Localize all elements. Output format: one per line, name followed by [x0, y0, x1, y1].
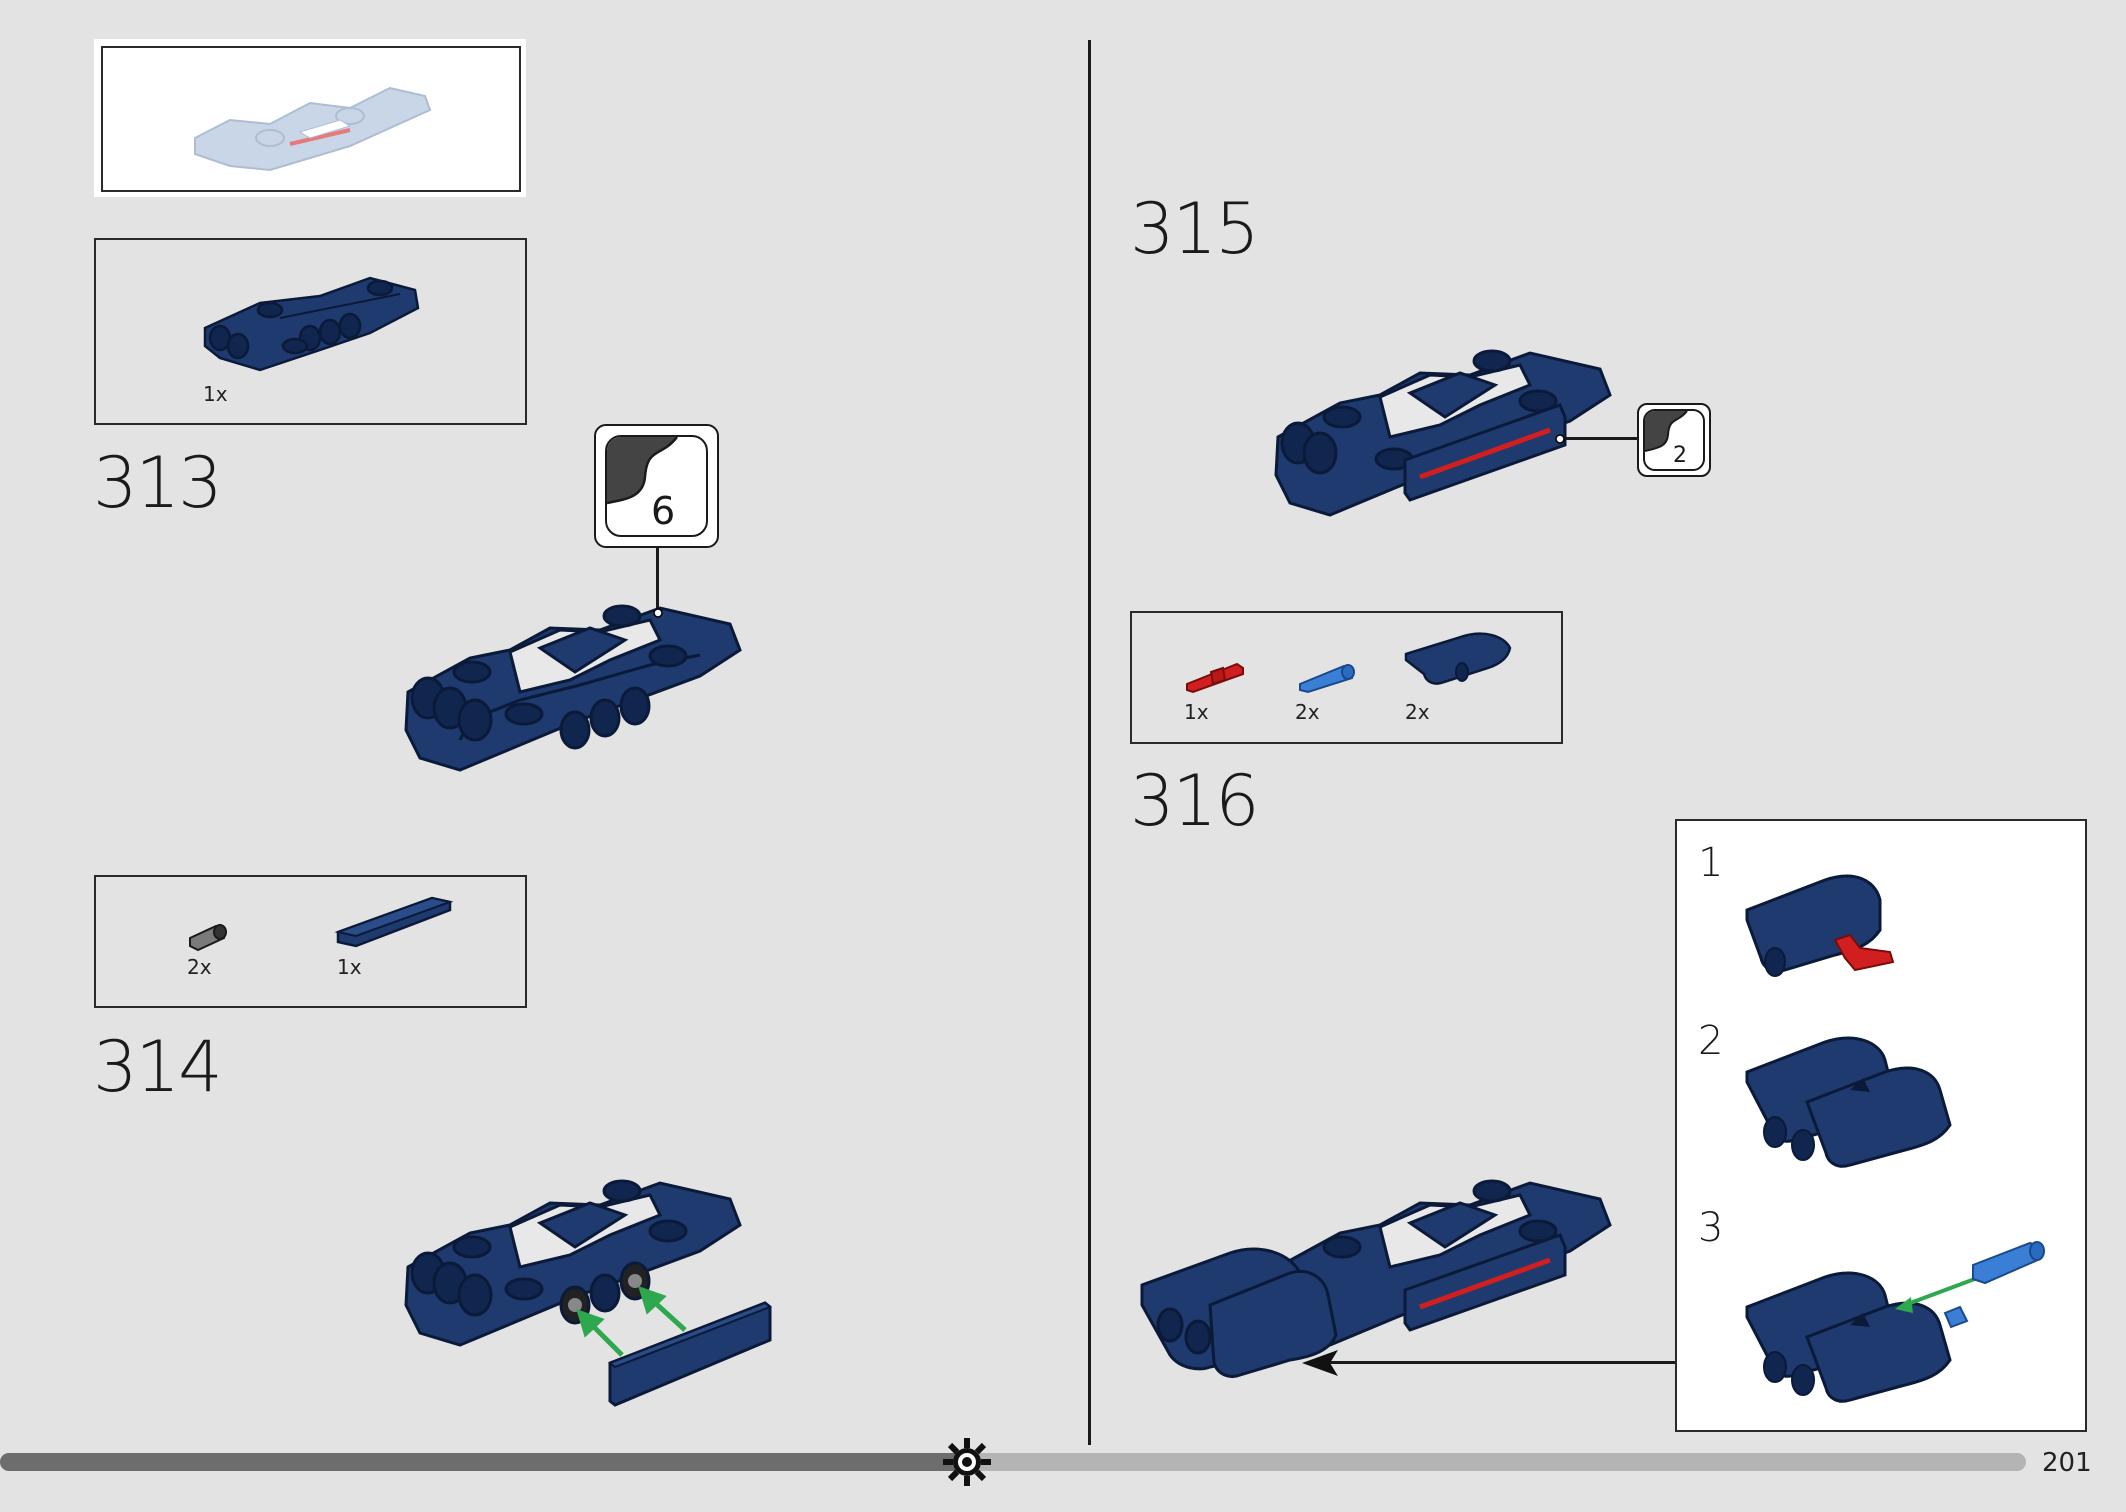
part-qty: 2x: [1405, 700, 1430, 724]
overview-model-icon: [194, 86, 432, 172]
sticker-curl-icon: [607, 437, 678, 505]
substep-3-icon: [1745, 1241, 2045, 1403]
step-number-314: 314: [93, 1026, 223, 1108]
sticker-curl-icon: [1645, 411, 1688, 452]
page-divider: [1088, 40, 1091, 1445]
beam-frame-icon: [203, 276, 420, 372]
step-313-model-icon: [404, 604, 742, 772]
sticker-frame: 6: [605, 435, 708, 537]
step-315-model-icon: [1274, 349, 1612, 517]
step-number-316: 316: [1130, 760, 1260, 842]
substep-number-1: 1: [1698, 840, 1724, 886]
part-qty: 1x: [337, 955, 362, 979]
red-axle-icon: [1186, 662, 1244, 694]
substep-2-icon: [1745, 1036, 1952, 1168]
step-number-315: 315: [1130, 188, 1260, 270]
progress-fill: [0, 1453, 968, 1471]
arrow-head-icon: [1302, 1350, 1338, 1376]
sticker-leader-line: [1566, 437, 1638, 440]
sticker-leader-line: [656, 548, 659, 612]
parts-list-314: [94, 875, 527, 1008]
substep-number-3: 3: [1698, 1205, 1724, 1251]
part-qty: 2x: [187, 955, 212, 979]
part-qty: 1x: [1184, 700, 1209, 724]
gear-icon: [943, 1438, 991, 1486]
part-qty: 1x: [203, 382, 228, 406]
bushing-icon: [189, 924, 227, 952]
tile-icon: [334, 896, 454, 948]
page-number: 201: [2042, 1448, 2092, 1478]
assembly-arrow-line: [1330, 1361, 1676, 1364]
sticker-frame: 2: [1643, 409, 1705, 471]
panel-icon: [1404, 632, 1512, 685]
substep-1-icon: [1745, 874, 1895, 977]
substep-number-2: 2: [1698, 1018, 1724, 1064]
step-number-313: 313: [93, 442, 223, 524]
step-314-model-icon: [404, 1179, 772, 1407]
part-qty: 2x: [1295, 700, 1320, 724]
sticker-number: 6: [651, 489, 676, 533]
blue-pin-icon: [1299, 664, 1355, 694]
sticker-number: 2: [1673, 443, 1687, 468]
step-316-model-icon: [1140, 1179, 1612, 1378]
